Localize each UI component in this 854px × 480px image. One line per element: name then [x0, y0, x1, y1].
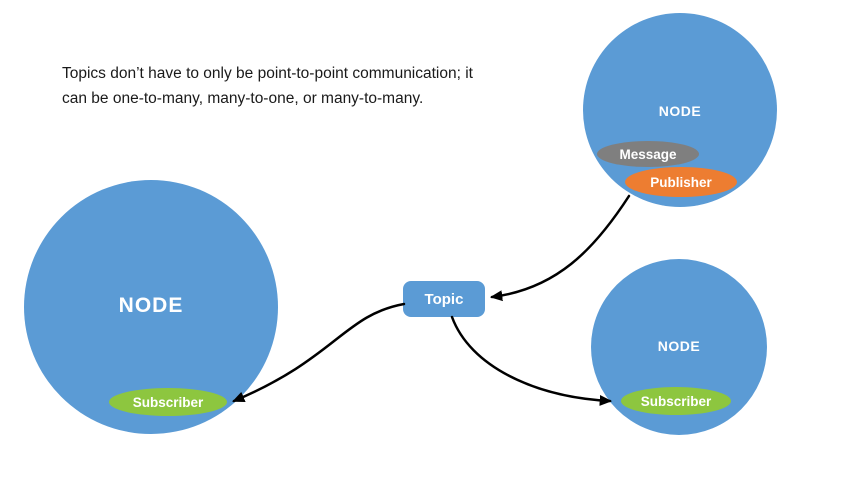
bottom-right-node-circle: NODE Subscriber [591, 259, 767, 435]
arrow-topic-to-bottom-right-subscriber [450, 315, 613, 406]
caption-text: Topics don’t have to only be point-to-po… [62, 61, 473, 111]
bottom-right-node-label: NODE [657, 338, 701, 354]
bottom-right-node-subscriber-badge: Subscriber [621, 387, 731, 415]
top-right-node-message-badge: Message [597, 141, 699, 167]
caption-line-2: can be one-to-many, many-to-one, or many… [62, 90, 424, 107]
top-right-node-label: NODE [658, 103, 702, 119]
left-node-circle: NODE Subscriber [24, 180, 278, 434]
caption-line-1: Topics don’t have to only be point-to-po… [62, 65, 473, 82]
top-right-node-publisher-badge: Publisher [625, 167, 737, 197]
topic-box: Topic [403, 281, 485, 317]
left-node-subscriber-badge: Subscriber [109, 388, 227, 416]
arrow-publisher-to-topic [489, 194, 631, 302]
top-right-node-circle: NODE Message Publisher [583, 13, 777, 207]
left-node-label: NODE [118, 294, 184, 317]
